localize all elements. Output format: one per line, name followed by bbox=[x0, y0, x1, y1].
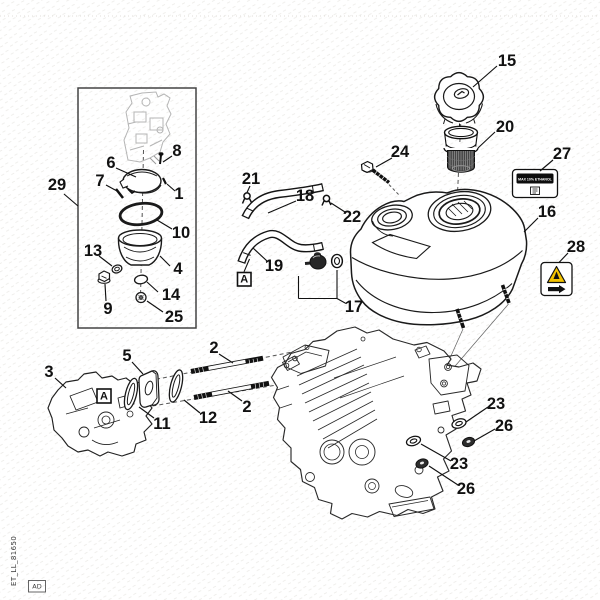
callout-26-upper: 26 bbox=[495, 417, 513, 435]
fuel-strainer bbox=[443, 125, 479, 173]
callout-15: 15 bbox=[498, 52, 516, 70]
tank-mount-studs bbox=[455, 284, 511, 329]
fuel-pump-icon bbox=[530, 186, 540, 195]
callout-12: 12 bbox=[199, 409, 217, 427]
callout-9: 9 bbox=[103, 300, 112, 318]
callout-1: 1 bbox=[174, 185, 183, 203]
callout-27: 27 bbox=[553, 145, 571, 163]
callout-24: 24 bbox=[391, 143, 410, 161]
leader-lines bbox=[54, 65, 569, 486]
arrow-right-icon bbox=[548, 285, 566, 294]
callout-labels: 1 2 2 3 4 5 6 7 8 9 10 11 12 13 14 15 16… bbox=[44, 52, 585, 498]
grommet-26a bbox=[461, 436, 476, 448]
ethanol-label-text: MAX 10% ETHANOL bbox=[518, 177, 553, 181]
cylinder-fins bbox=[296, 348, 378, 449]
callout-23-upper: 23 bbox=[487, 395, 505, 413]
callout-6: 6 bbox=[106, 154, 115, 172]
callout-20: 20 bbox=[496, 118, 514, 136]
callout-23-lower: 23 bbox=[450, 455, 468, 473]
drain-gasket bbox=[133, 274, 149, 285]
float-bowl bbox=[117, 229, 163, 266]
callout-26-lower: 26 bbox=[457, 480, 475, 498]
stud-upper bbox=[190, 355, 264, 374]
callout-14: 14 bbox=[162, 286, 181, 304]
section-marker-a2: A bbox=[96, 388, 112, 404]
callout-18: 18 bbox=[296, 187, 314, 205]
section-marker-a1: A bbox=[236, 258, 252, 287]
callout-3: 3 bbox=[44, 363, 53, 381]
revision-text: AD bbox=[32, 583, 41, 591]
callout-10: 10 bbox=[172, 224, 190, 242]
flange-bolt bbox=[360, 160, 391, 184]
ghost-carburetor bbox=[123, 91, 172, 165]
callout-29: 29 bbox=[48, 176, 66, 194]
callout-28: 28 bbox=[567, 238, 585, 256]
callout-8: 8 bbox=[172, 142, 181, 160]
sealing-washer-23a bbox=[451, 418, 467, 429]
callout-19: 19 bbox=[265, 257, 283, 275]
fuel-valve-grommet bbox=[297, 252, 347, 304]
bowl-washer bbox=[111, 264, 123, 274]
illustration-id: ET_LL_81650 AD bbox=[10, 536, 46, 593]
grommet-26b bbox=[415, 458, 429, 469]
engine-crankcase bbox=[270, 326, 482, 520]
ethanol-sticker: MAX 10% ETHANOL bbox=[511, 168, 559, 199]
fuel-hose-upper bbox=[241, 183, 324, 220]
carb-spacer bbox=[138, 370, 160, 408]
callout-25: 25 bbox=[165, 308, 183, 326]
illustration-id-text: ET_LL_81650 bbox=[10, 536, 18, 586]
carb-gasket-11 bbox=[123, 377, 139, 411]
tank-cap bbox=[433, 71, 485, 129]
callout-5: 5 bbox=[122, 347, 131, 365]
callout-17: 17 bbox=[345, 298, 363, 316]
callout-16: 16 bbox=[538, 203, 556, 221]
callout-7: 7 bbox=[95, 172, 104, 190]
needle-valve bbox=[162, 177, 167, 185]
bowl-bolt bbox=[97, 270, 111, 284]
stud-lower bbox=[193, 380, 270, 400]
callout-2-upper: 2 bbox=[209, 339, 218, 357]
callout-13: 13 bbox=[84, 242, 102, 260]
bowl-oring bbox=[118, 201, 164, 227]
carb-gasket-12 bbox=[168, 369, 184, 403]
revision-box bbox=[28, 580, 46, 593]
carburetor-detail-box bbox=[77, 87, 197, 329]
drain-screw bbox=[135, 291, 147, 304]
fuel-hose-lower bbox=[237, 229, 324, 264]
sealing-washer-23b bbox=[405, 435, 422, 447]
idle-screw bbox=[158, 152, 164, 165]
hose-clip-21 bbox=[241, 192, 253, 204]
marker-a2-letter: A bbox=[100, 390, 108, 402]
warning-sticker bbox=[540, 261, 573, 297]
callout-21: 21 bbox=[242, 170, 260, 188]
callout-11: 11 bbox=[153, 415, 170, 433]
callout-22: 22 bbox=[343, 208, 361, 226]
fuel-tank bbox=[349, 188, 528, 326]
flame-icon bbox=[553, 271, 560, 279]
callout-2-lower: 2 bbox=[242, 398, 251, 416]
hose-clip-22 bbox=[321, 194, 332, 206]
callout-4: 4 bbox=[173, 260, 183, 278]
marker-a1-letter: A bbox=[240, 274, 248, 286]
